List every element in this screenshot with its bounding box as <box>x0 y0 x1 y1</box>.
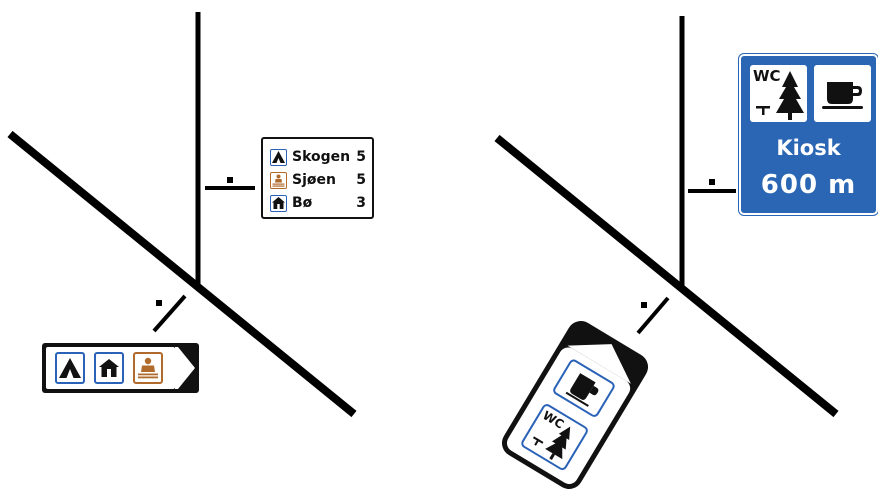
wc-rest-area-panel: WC <box>750 65 807 122</box>
kiosk-panel <box>814 65 871 122</box>
tent-icon <box>270 148 287 166</box>
arrow-sign <box>42 343 199 393</box>
swimmer-icon <box>270 171 287 189</box>
service-name: Kiosk <box>776 136 841 160</box>
swimmer-icon <box>133 352 163 384</box>
destination-distance: 5 <box>356 149 366 165</box>
destination-name: Sjøen <box>292 172 336 188</box>
rotated-service-sign: WC <box>496 315 654 494</box>
sign-post-dot-left-upper <box>227 177 233 183</box>
destination-distance: 5 <box>356 172 366 188</box>
direction-row-skogen: Skogen 5 <box>270 147 366 167</box>
destination-name: Bø <box>292 195 313 211</box>
direction-row-bo: Bø 3 <box>270 193 366 213</box>
sign-post-right-lower <box>636 296 670 335</box>
main-road-right <box>494 134 839 418</box>
cabin-icon <box>270 194 287 212</box>
destination-name: Skogen <box>292 149 351 165</box>
main-road-left <box>7 130 357 418</box>
tree-icon <box>532 426 571 460</box>
direction-sign: Skogen 5 Sjøen 5 Bø 3 <box>261 137 374 219</box>
destination-distance: 3 <box>356 195 366 211</box>
sign-post-dot-left-lower <box>156 300 162 306</box>
sign-post-dot-right-lower <box>641 302 647 308</box>
wc-rest-area-icon: WC <box>519 402 590 472</box>
service-sign: WC Kiosk 600 m <box>738 53 878 216</box>
sign-post-dot-right-upper <box>709 179 715 185</box>
kiosk-cup-icon <box>551 357 617 419</box>
service-distance: 600 m <box>760 170 857 200</box>
wc-label: WC <box>753 67 781 85</box>
tent-icon <box>55 352 85 384</box>
direction-row-sjoen: Sjøen 5 <box>270 170 366 190</box>
tree-icon <box>756 71 804 120</box>
sign-post-left-lower <box>152 294 187 333</box>
cabin-icon <box>94 352 124 384</box>
arrow-right-icon <box>175 347 195 389</box>
coffee-cup-icon <box>822 82 863 109</box>
